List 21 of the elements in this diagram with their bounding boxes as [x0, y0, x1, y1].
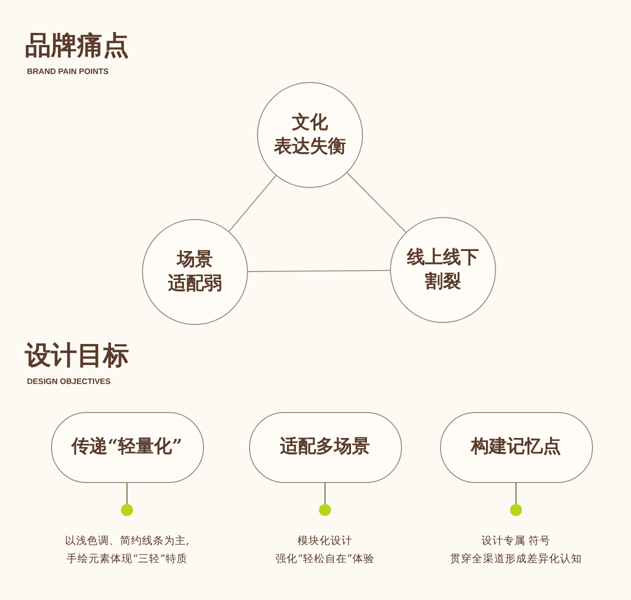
dot-marker [121, 504, 133, 516]
description-text: 以浅色调、简约线条为主,手绘元素体现“三轻”特质 [64, 534, 190, 567]
dot-marker [319, 504, 331, 516]
description-text: 模块化设计强化“轻松自在”体验 [276, 534, 374, 567]
connector-line [228, 175, 276, 232]
connector-line [248, 270, 390, 272]
objective-pill: 构建记忆点 [440, 412, 592, 482]
objective-pill: 适配多场景 [248, 412, 402, 482]
pain-point-circle: 文化表达失衡 [257, 82, 363, 188]
objective-pill: 传递“轻量化” [50, 412, 204, 482]
section-subheading: BRAND PAIN POINTS [27, 67, 109, 76]
connector-line [346, 172, 406, 233]
section-heading: 设计目标 [25, 340, 129, 373]
connector-line [126, 482, 128, 504]
section-subheading: DESIGN OBJECTIVES [27, 377, 111, 386]
pain-point-circle: 场景适配弱 [142, 219, 248, 325]
description-text: 设计专属 符号贯穿全渠道形成差异化认知 [450, 534, 582, 567]
dot-marker [510, 504, 522, 516]
pain-point-circle: 线上线下割裂 [390, 217, 496, 323]
section-heading: 品牌痛点 [25, 30, 129, 63]
connector-line [324, 482, 326, 504]
